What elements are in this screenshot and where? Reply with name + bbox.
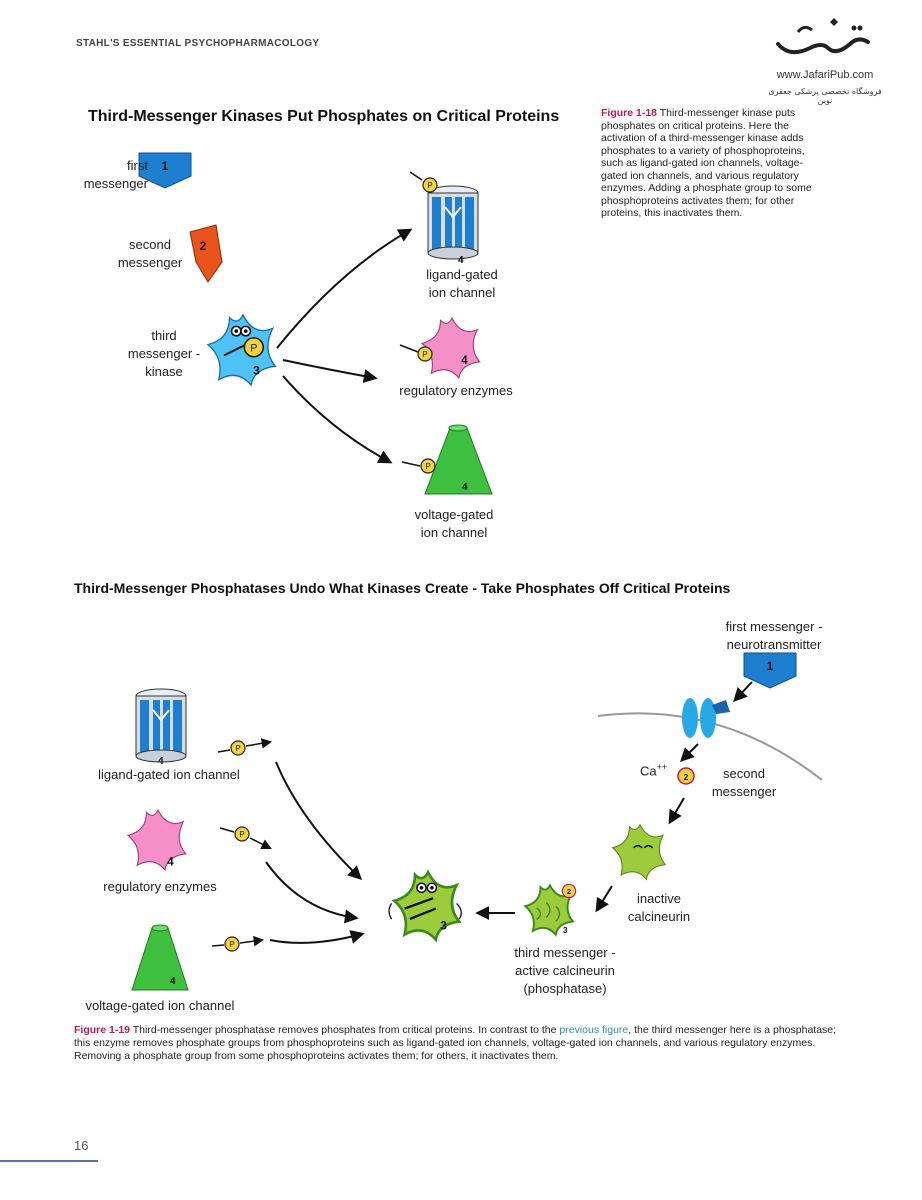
fig1-ligand-label: ligand-gated ion channel — [412, 266, 512, 302]
phosphatase-badge: 3 — [440, 919, 447, 932]
arrow-from-ligand — [275, 761, 363, 880]
fig2-second-messenger-l1: second — [723, 766, 765, 781]
first-messenger-icon: 1 — [138, 152, 192, 189]
fig2-first-messenger-l1: first messenger - — [725, 619, 823, 634]
regulatory-enzyme-icon: 4 — [421, 317, 481, 379]
fig1-second-messenger-l1: second — [129, 237, 171, 252]
arrow-to-active-calcineurin — [595, 885, 613, 913]
figure2-title: Third-Messenger Phosphatases Undo What K… — [74, 580, 731, 596]
first-messenger-icon: 1 — [743, 652, 797, 689]
calcium-channel-icon — [682, 698, 730, 738]
fig2-inactive-label: inactive calcineurin — [614, 890, 704, 926]
fig1-first-messenger-l1: first — [127, 158, 148, 173]
running-header: STAHL'S ESSENTIAL PSYCHOPHARMACOLOGY — [76, 38, 320, 49]
fig2-second-messenger-l2: messenger — [711, 784, 777, 799]
fig2-voltage-label: voltage-gated ion channel — [85, 998, 235, 1013]
active-calcineurin-badge: 3 — [563, 925, 568, 935]
fig1-third-messenger-label: third messenger - kinase — [120, 327, 208, 381]
fig1-voltage-l2: ion channel — [420, 525, 488, 540]
fig1-voltage-label: voltage-gated ion channel — [400, 506, 508, 542]
figure2-caption: Figure 1-19 Third-messenger phosphatase … — [74, 1024, 854, 1063]
fig2-calcium-label: Ca++ — [640, 758, 680, 780]
fig1-first-messenger-label: first messenger — [70, 157, 148, 193]
fig1-third-messenger-l3: kinase — [145, 364, 183, 379]
fig2-third-messenger-label: third messenger - active calcineurin (ph… — [500, 944, 630, 998]
fig1-voltage-l1: voltage-gated — [414, 507, 494, 522]
fig1-ligand-l1: ligand-gated — [426, 267, 498, 282]
figure1-caption-text: Third-messenger kinase puts phosphates o… — [601, 107, 812, 219]
kinase-icon: 3 — [207, 314, 277, 386]
fig2-inactive-l2: calcineurin — [627, 909, 691, 924]
fig2-ligand-badge: 4 — [158, 756, 164, 767]
fig1-third-messenger-l2: messenger - — [127, 346, 201, 361]
calcium-badge: 2 — [684, 773, 689, 782]
phosphate-icon — [399, 344, 433, 362]
ligand-gated-channel-icon: 4 — [427, 185, 479, 266]
fig2-first-messenger-l2: neurotransmitter — [726, 637, 822, 652]
figure2-caption-text-1: Third-messenger phosphatase removes phos… — [132, 1024, 560, 1036]
fig2-calcium-symbol: Ca — [640, 763, 657, 779]
fig2-ligand-label: ligand-gated ion channel — [98, 767, 240, 782]
figure1-caption: Figure 1-18 Third-messenger kinase puts … — [601, 107, 816, 220]
arrow-from-voltage — [269, 930, 365, 944]
first-messenger-badge: 1 — [162, 159, 169, 173]
fig2-third-l3: (phosphatase) — [523, 981, 607, 996]
arrow-to-receptor — [733, 681, 753, 703]
fig1-enzymes-label: regulatory enzymes — [399, 383, 513, 398]
voltage-gated-channel-icon: 4 — [131, 924, 189, 991]
page-number: 16 — [74, 1138, 89, 1153]
fig2-inactive-l1: inactive — [636, 891, 682, 906]
calcium-ion-icon: 2 — [677, 767, 695, 785]
fig1-first-messenger-l2: messenger — [83, 176, 148, 191]
regulatory-enzyme-icon: 4 — [127, 809, 187, 871]
inactive-calcineurin-icon — [612, 824, 666, 880]
footer-rule — [0, 1160, 98, 1162]
figure1-caption-label: Figure 1-18 — [601, 107, 658, 119]
phosphate-icon — [219, 826, 270, 848]
calligraphy-logo-icon — [776, 18, 870, 55]
ligand-channel-badge: 4 — [458, 255, 464, 266]
kinase-badge: 3 — [253, 363, 260, 377]
publisher-logo: www.JafariPub.com فروشگاه تخصصی پزشکی جع… — [760, 14, 890, 105]
arrow-to-inactive-calcineurin — [668, 797, 685, 825]
fig1-second-messenger-l2: messenger — [117, 255, 183, 270]
fig1-second-messenger-label: second messenger — [110, 236, 190, 272]
fig2-calcium-charge: ++ — [656, 762, 668, 772]
arrow-to-voltage-channel — [282, 375, 393, 464]
fig2-third-l1: third messenger - — [514, 945, 616, 960]
phosphatase-icon: 3 — [388, 870, 462, 942]
voltage-channel-badge: 4 — [462, 482, 468, 493]
fig2-third-l2: active calcineurin — [515, 963, 615, 978]
fig1-third-messenger-l1: third — [151, 328, 177, 343]
second-messenger-icon: 2 — [189, 224, 223, 283]
phosphate-icon — [409, 171, 438, 193]
fig2-voltage-badge: 4 — [170, 976, 176, 987]
voltage-gated-channel-icon: 4 — [424, 424, 493, 495]
arrow-to-enzymes — [282, 359, 378, 383]
arrow-to-calcium — [680, 743, 699, 762]
arrow-to-ligand-channel — [276, 228, 413, 349]
fig2-enzymes-label: regulatory enzymes — [103, 879, 217, 894]
ligand-gated-channel-icon: 4 — [135, 688, 187, 767]
fig2-second-messenger-label: second messenger — [704, 765, 784, 801]
active-calcineurin-ca-badge: 2 — [567, 887, 571, 896]
figure2-caption-label: Figure 1-19 — [74, 1024, 131, 1036]
fig2-first-messenger-badge: 1 — [767, 659, 774, 673]
phosphate-icon — [401, 458, 436, 474]
logo-persian-text: فروشگاه تخصصی پزشکی جعفری نوین — [768, 87, 882, 105]
fig2-first-messenger-label: first messenger - neurotransmitter — [710, 618, 838, 654]
second-messenger-badge: 2 — [200, 239, 207, 253]
logo-url: www.JafariPub.com — [776, 69, 874, 81]
previous-figure-link[interactable]: previous figure — [559, 1024, 629, 1036]
active-calcineurin-icon: 2 3 — [524, 883, 577, 936]
arrow-from-enzyme — [265, 861, 359, 924]
fig1-ligand-l2: ion channel — [428, 285, 496, 300]
phosphate-icon — [217, 741, 270, 756]
fig2-enzyme-badge: 4 — [167, 856, 174, 868]
phosphate-icon — [211, 937, 262, 952]
figure1-title: Third-Messenger Kinases Put Phosphates o… — [88, 108, 560, 125]
figure2-caption-text-2: , the third messenger here is a phosphat… — [74, 1024, 837, 1062]
enzyme-badge: 4 — [461, 355, 468, 367]
